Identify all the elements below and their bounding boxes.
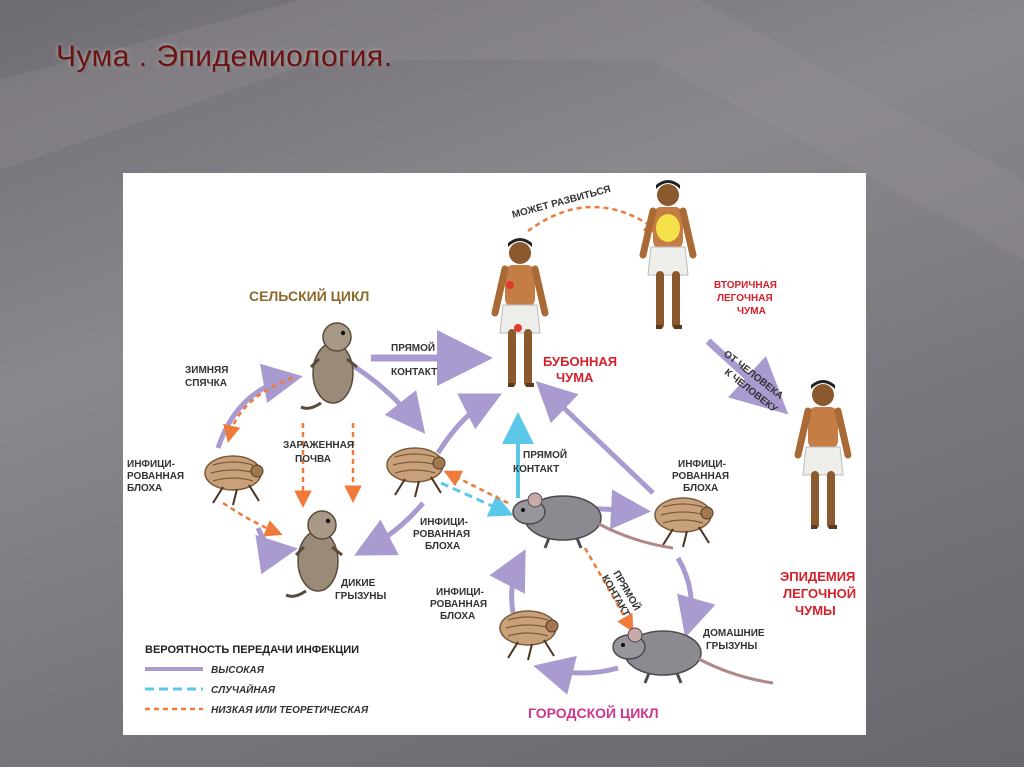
flea-bottom bbox=[499, 610, 559, 661]
domestic-rodents-label: ДОМАШНИЕ ГРЫЗУНЫ bbox=[703, 628, 767, 652]
infected-flea-label-bottom: ИНФИЦИ- РОВАННАЯ БЛОХА bbox=[430, 587, 490, 622]
may-develop-label: МОЖЕТ РАЗВИТЬСЯ bbox=[511, 184, 612, 221]
secondary-pneumonic-label: ВТОРИЧНАЯ ЛЕГОЧНАЯ ЧУМА bbox=[714, 280, 780, 317]
direct-contact-label-urban: ПРЯМОЙ КОНТАКТ bbox=[513, 448, 570, 475]
legend-label-random: СЛУЧАЙНАЯ bbox=[211, 683, 276, 696]
direct-contact-label-rats: ПРЯМОЙ КОНТАКТ bbox=[599, 566, 645, 621]
human-secondary-pneumonic bbox=[643, 180, 693, 327]
rural-arrow-3 bbox=[255, 527, 298, 575]
direct-contact-label-rural: ПРЯМОЙ КОНТАКТ bbox=[391, 341, 438, 378]
bubonic-plague-label: БУБОННАЯ ЧУМА bbox=[543, 354, 621, 385]
urban-arrow-2 bbox=[675, 556, 716, 638]
gopher-bottom bbox=[284, 509, 344, 598]
plague-epidemiology-diagram: СЕЛЬСКИЙ ЦИКЛ ГОРОДСКОЙ ЦИКЛ ЗИМНЯЯ СПЯЧ… bbox=[123, 173, 866, 735]
flea-human-arrow bbox=[535, 381, 655, 495]
rat-center bbox=[511, 491, 675, 550]
lungs-icon bbox=[656, 214, 680, 242]
rural-dash-2 bbox=[222, 501, 283, 537]
gopher-top bbox=[299, 321, 359, 410]
flea-middle bbox=[386, 447, 446, 498]
infected-flea-label-left: ИНФИЦИ- РОВАННАЯ БЛОХА bbox=[127, 459, 187, 494]
urban-cycle-title: ГОРОДСКОЙ ЦИКЛ bbox=[528, 704, 659, 721]
human-epidemic bbox=[798, 380, 848, 527]
infected-soil-label: ЗАРАЖЕННАЯ ПОЧВА bbox=[283, 440, 357, 465]
flea-to-human-arrow bbox=[435, 393, 502, 455]
hibernation-label: ЗИМНЯЯ СПЯЧКА bbox=[185, 365, 231, 389]
legend-label-low: НИЗКАЯ ИЛИ ТЕОРЕТИЧЕСКАЯ bbox=[211, 705, 369, 716]
wild-rodents-label: ДИКИЕ ГРЫЗУНЫ bbox=[335, 578, 386, 602]
urban-arrow-3 bbox=[533, 655, 619, 695]
rural-arrow-4 bbox=[215, 363, 303, 449]
rural-cycle-title: СЕЛЬСКИЙ ЦИКЛ bbox=[249, 287, 369, 304]
urban-arrow-4 bbox=[489, 549, 526, 614]
bubo-dot bbox=[514, 324, 522, 332]
rural-arrow-2 bbox=[354, 501, 425, 556]
person-to-person-arrow bbox=[705, 338, 789, 415]
legend-label-high: ВЫСОКАЯ bbox=[211, 665, 265, 676]
legend-title: ВЕРОЯТНОСТЬ ПЕРЕДАЧИ ИНФЕКЦИИ bbox=[145, 644, 359, 656]
infected-flea-label-middle: ИНФИЦИ- РОВАННАЯ БЛОХА bbox=[413, 517, 473, 552]
rat-rat-dash bbox=[583, 547, 634, 633]
flea-right bbox=[654, 497, 714, 548]
infected-flea-label-right: ИНФИЦИ- РОВАННАЯ БЛОХА bbox=[672, 459, 732, 494]
legend: ВЕРОЯТНОСТЬ ПЕРЕДАЧИ ИНФЕКЦИИ ВЫСОКАЯ СЛ… bbox=[145, 644, 369, 716]
human-bubonic bbox=[495, 238, 545, 385]
slide-title: Чума . Эпидемиология. bbox=[56, 40, 393, 73]
flea-left bbox=[204, 455, 264, 506]
rat-flea-orange-dash bbox=[443, 470, 509, 505]
bubo-dot bbox=[506, 281, 514, 289]
rural-dash-1 bbox=[223, 376, 294, 443]
pneumonic-epidemic-label: ЭПИДЕМИЯ ЛЕГОЧНОЙ ЧУМЫ bbox=[780, 569, 860, 618]
